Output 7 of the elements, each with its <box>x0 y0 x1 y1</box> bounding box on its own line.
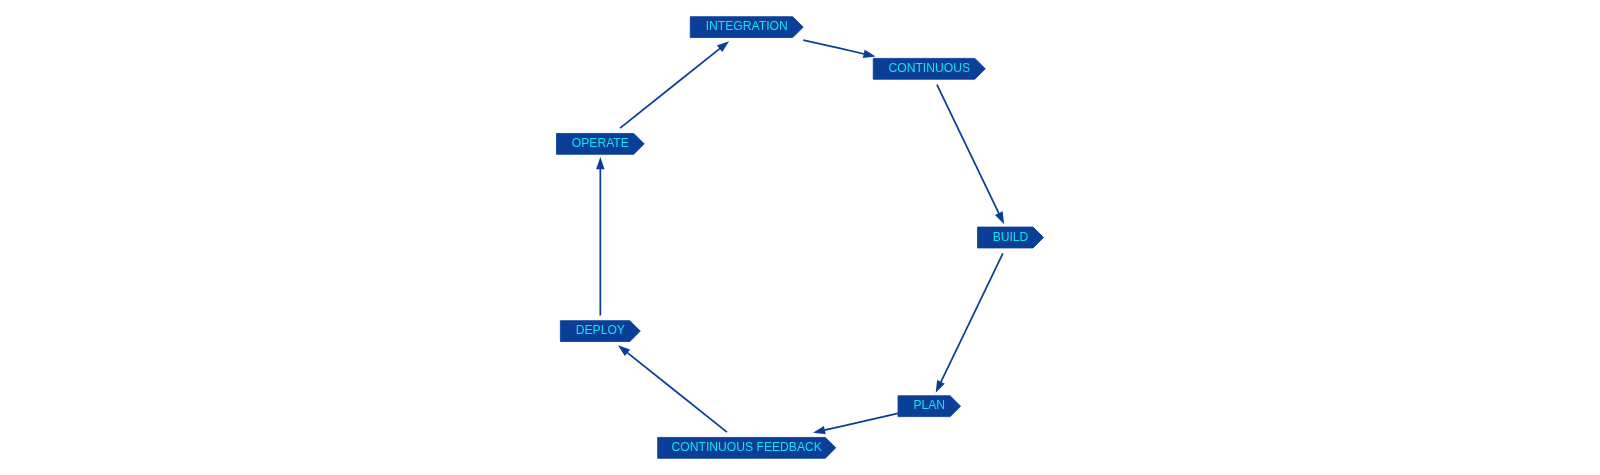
arrow <box>802 39 876 58</box>
arrow <box>936 83 1005 225</box>
arrow <box>812 412 899 435</box>
arrow <box>935 252 1004 393</box>
arrow <box>617 345 728 433</box>
arrow <box>619 41 730 129</box>
arrow <box>596 156 605 317</box>
